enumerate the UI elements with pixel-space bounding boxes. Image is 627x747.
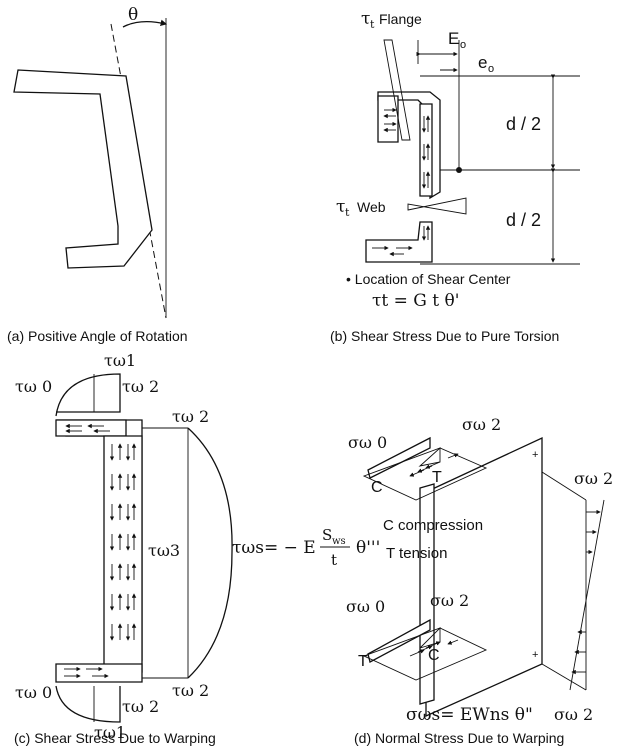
flange-stress-triangle bbox=[383, 39, 411, 141]
tau-w2-top: τω 2 bbox=[122, 377, 159, 396]
T-label-bottom: T bbox=[358, 653, 368, 670]
panel-a-rotation-diagram: θ (a) Positive Angle of Rotation bbox=[7, 5, 188, 344]
warping-normal-formula: σωs= EWns θ" bbox=[406, 705, 533, 725]
web-warping-stress-curve bbox=[187, 427, 233, 679]
sigma-w2-right-top: σω 2 bbox=[574, 469, 613, 488]
warping-shear-formula-rhs: θ''' bbox=[356, 538, 380, 558]
caption-c: (c) Shear Stress Due to Warping bbox=[14, 730, 216, 746]
web-stress-triangle bbox=[407, 197, 467, 215]
top-stress-triangle bbox=[418, 446, 441, 467]
E0-sub: o bbox=[460, 39, 466, 51]
top-flange-lip-b bbox=[377, 95, 399, 143]
web-shear-arrows-c bbox=[109, 443, 137, 641]
tau-w1-top: τω1 bbox=[104, 351, 136, 370]
web-normal-arrows bbox=[571, 509, 601, 675]
tau-w0-top: τω 0 bbox=[15, 377, 52, 396]
web-iso bbox=[425, 436, 543, 718]
compression-legend: C compression bbox=[383, 517, 483, 534]
tau-w2-right-bottom: τω 2 bbox=[172, 681, 209, 700]
shear-center-dot bbox=[456, 167, 462, 173]
formula-numerator-sub: ws bbox=[332, 536, 346, 547]
rotated-channel-section bbox=[13, 69, 153, 269]
tau-t-flange-sub: t bbox=[370, 18, 375, 31]
top-flange-stress-plane bbox=[362, 447, 488, 501]
C-label-top: C bbox=[371, 479, 383, 496]
sigma-w0-top: σω 0 bbox=[348, 433, 387, 452]
plus-mark-top: + bbox=[532, 449, 538, 461]
web-label: Web bbox=[357, 199, 386, 215]
theta-arc bbox=[122, 19, 168, 28]
web-b bbox=[419, 103, 433, 197]
tau-t-web-sub: t bbox=[345, 206, 350, 219]
tau-w2-right-top: τω 2 bbox=[172, 407, 209, 426]
formula-denominator: t bbox=[331, 551, 337, 569]
top-flange-stress-curve bbox=[55, 373, 121, 417]
tau-t-web-symbol: τ bbox=[336, 197, 345, 217]
bottom-stress-triangle bbox=[419, 626, 441, 649]
web-dist-bottom-d bbox=[541, 663, 587, 691]
sigma-w2-right-bottom: σω 2 bbox=[554, 705, 593, 724]
bottom-flange-stress-plane bbox=[362, 627, 488, 681]
tau-t-flange-symbol: τ bbox=[361, 9, 370, 29]
top-flange-shear-arrows bbox=[65, 423, 110, 434]
web-dist-top-d bbox=[541, 471, 587, 501]
tau-w1-bottom: τω1 bbox=[94, 723, 126, 742]
bottom-flange-c bbox=[55, 663, 143, 683]
e0-sub: o bbox=[488, 63, 494, 75]
bottom-flange-shear-arrows bbox=[64, 666, 109, 679]
caption-d: (d) Normal Stress Due to Warping bbox=[354, 730, 564, 746]
e0-label: e bbox=[478, 53, 487, 72]
sigma-w2-top: σω 2 bbox=[462, 415, 501, 434]
flange-label: Flange bbox=[379, 11, 422, 27]
bottom-flange-b bbox=[365, 221, 433, 263]
formula-numerator: S bbox=[322, 526, 332, 544]
tension-legend: T tension bbox=[386, 545, 447, 562]
tau-w0-bottom: τω 0 bbox=[15, 683, 52, 702]
web-shear-arrows bbox=[421, 115, 431, 241]
web-dist-slope-d bbox=[569, 499, 605, 691]
panel-b-pure-torsion-diagram: τ t Flange E o e o d / 2 d / 2 τ t Web •… bbox=[330, 9, 580, 344]
panel-d-warping-normal-diagram: + + σω 0 σω 2 σω 2 C T C compression T t… bbox=[346, 415, 613, 746]
caption-b: (b) Shear Stress Due to Pure Torsion bbox=[330, 328, 559, 344]
sigma-w0-bottom: σω 0 bbox=[346, 597, 385, 616]
d-half-bottom: d / 2 bbox=[506, 210, 541, 230]
top-flange-c bbox=[55, 419, 127, 437]
web-c bbox=[103, 435, 143, 673]
top-flange-normal-arrows bbox=[409, 453, 459, 477]
warping-shear-formula-lhs: τωs= − E bbox=[232, 538, 316, 558]
tau-w2-bottom: τω 2 bbox=[122, 697, 159, 716]
caption-a: (a) Positive Angle of Rotation bbox=[7, 328, 188, 344]
bottom-flange-iso bbox=[367, 618, 431, 663]
flange-shear-arrows bbox=[372, 107, 413, 257]
T-label-top: T bbox=[432, 469, 442, 486]
shear-center-note: • Location of Shear Center bbox=[346, 271, 511, 287]
torsion-formula: τt = G t θ' bbox=[372, 291, 459, 311]
C-label-bottom: C bbox=[428, 647, 440, 664]
d-half-top: d / 2 bbox=[506, 114, 541, 134]
E0-label: E bbox=[448, 29, 459, 48]
bottom-flange-normal-arrows bbox=[409, 639, 459, 657]
plus-mark-bottom: + bbox=[532, 649, 538, 661]
tau-w3: τω3 bbox=[148, 541, 180, 560]
bottom-flange-stress-curve bbox=[55, 685, 121, 723]
sigma-w2-mid: σω 2 bbox=[430, 591, 469, 610]
theta-label: θ bbox=[128, 5, 138, 25]
panel-c-warping-shear-diagram: τω1 τω 0 τω 2 τω 2 τω3 τω 2 τω 0 τω 2 τω… bbox=[14, 351, 380, 746]
top-flange-iso bbox=[367, 436, 431, 479]
